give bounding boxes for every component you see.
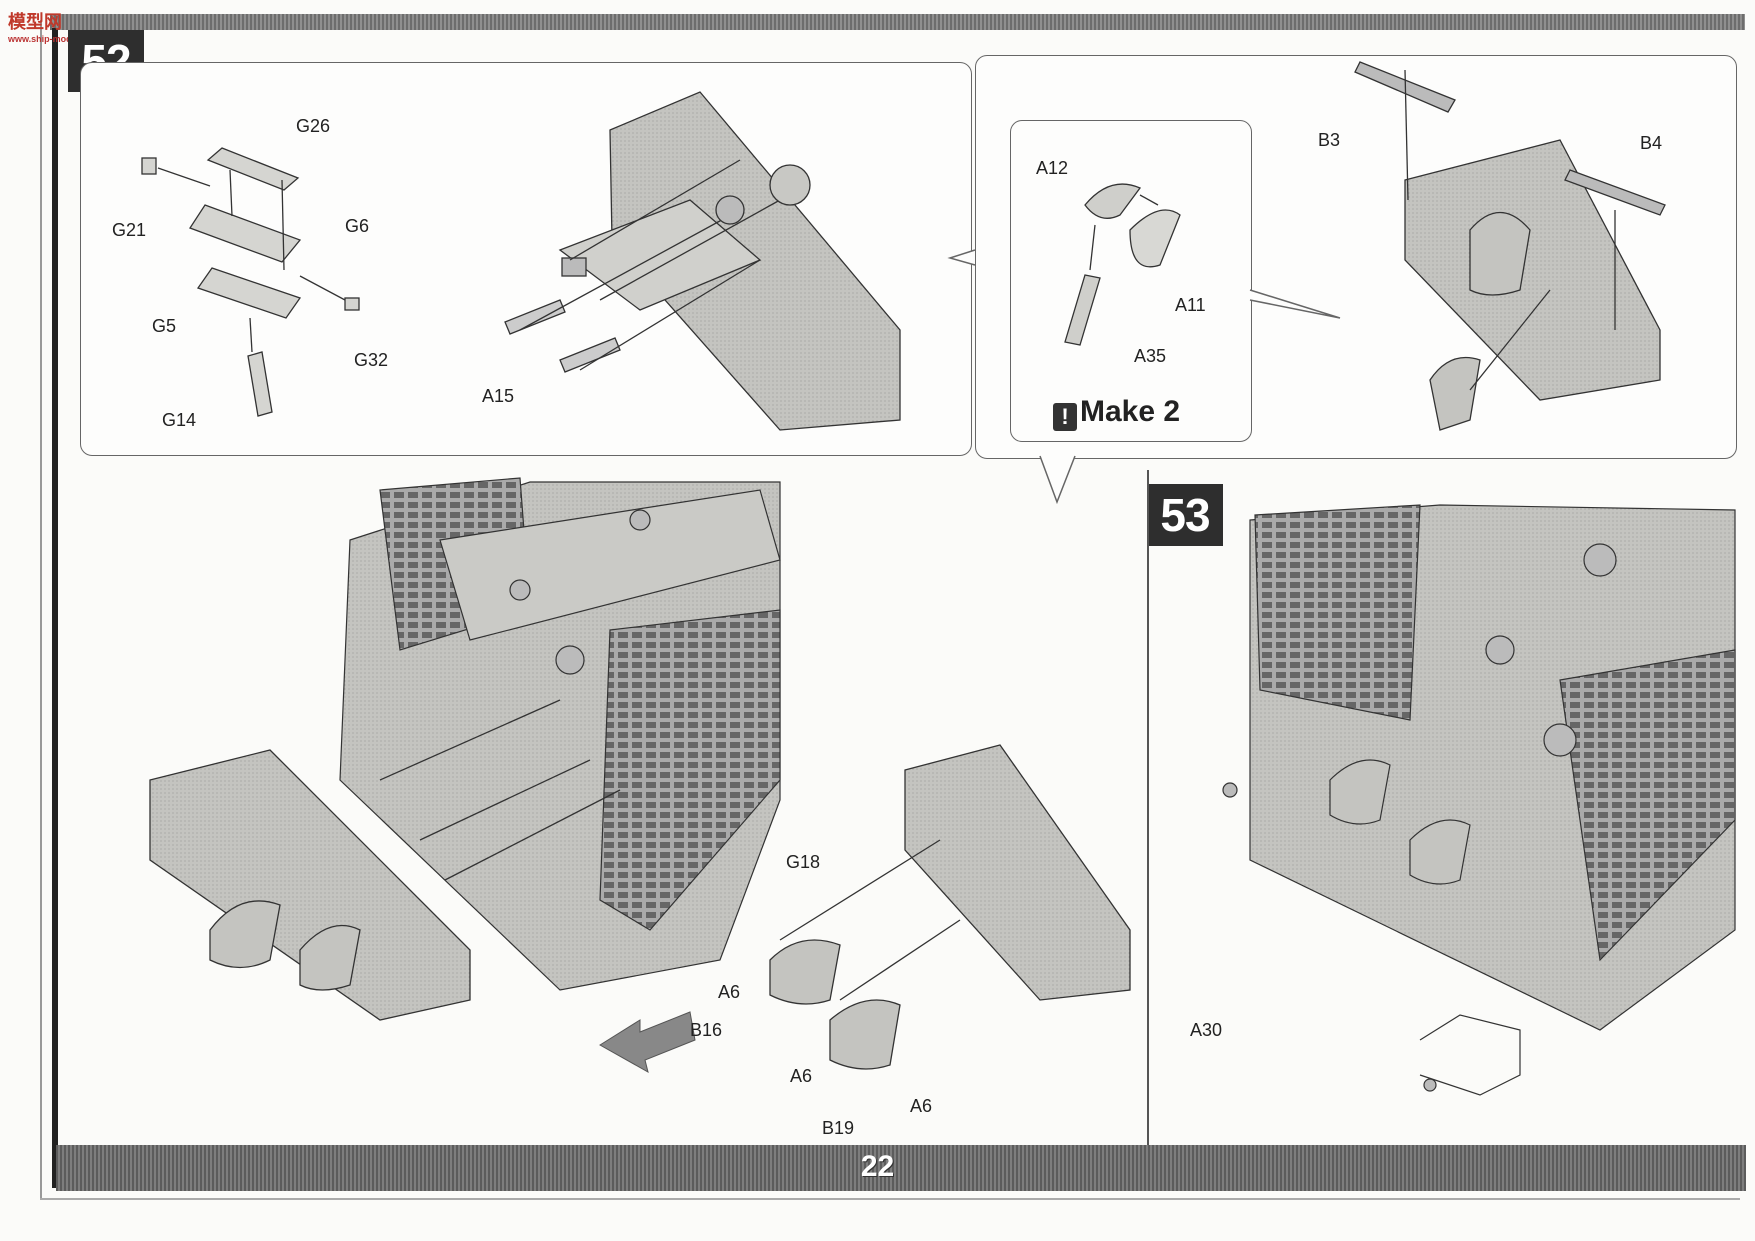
part-label-a11: A11 xyxy=(1175,295,1206,315)
make-2-text: Make 2 xyxy=(1080,395,1181,428)
part-label-g18: G18 xyxy=(786,852,821,872)
part-label-b19: B19 xyxy=(822,1118,855,1138)
part-label-g26: G26 xyxy=(296,116,331,136)
part-label-b16: B16 xyxy=(690,1020,723,1040)
callout-pointer-left xyxy=(947,249,976,266)
rear-plate-left xyxy=(504,91,901,431)
part-label-g5: G5 xyxy=(152,316,177,336)
part-label-a35: A35 xyxy=(1134,346,1167,366)
bracket-subassembly xyxy=(141,147,360,417)
direction-arrow xyxy=(599,1011,696,1074)
rear-plate-mid xyxy=(769,744,1131,1070)
exhaust-parts xyxy=(1064,183,1181,346)
left-margin-line xyxy=(40,20,42,1200)
warning-icon: ! xyxy=(1053,403,1077,431)
top-border-bar xyxy=(50,14,1745,30)
hull-assembly-step-53 xyxy=(1222,504,1736,1096)
part-label-a15: A15 xyxy=(482,386,515,406)
exhaust-pipe-callout xyxy=(1010,120,1252,442)
hull-assembly-step-52 xyxy=(339,477,781,991)
make-2-note: !Make 2 xyxy=(1053,395,1180,431)
step-53-badge: 53 xyxy=(1147,484,1223,546)
part-label-b3: B3 xyxy=(1318,130,1341,150)
part-label-a12: A12 xyxy=(1036,158,1069,178)
bottom-border-bar xyxy=(56,1145,1746,1191)
part-label-a6-3: A6 xyxy=(910,1096,933,1116)
logo-subtext: www.ship-models xyxy=(8,34,85,44)
callout-pointer-down xyxy=(1039,455,1076,505)
part-label-g6: G6 xyxy=(345,216,370,236)
part-label-a6-2: A6 xyxy=(790,1066,813,1086)
logo-text: 模型网 xyxy=(8,12,62,32)
part-label-g32: G32 xyxy=(354,350,389,370)
rear-plate-right xyxy=(1354,61,1666,431)
part-label-b4: B4 xyxy=(1640,133,1663,153)
site-watermark-logo: 模型网 www.ship-models xyxy=(8,8,84,44)
rear-plate-lower xyxy=(149,699,621,1021)
step-divider xyxy=(1147,470,1149,1145)
part-label-g21: G21 xyxy=(112,220,147,240)
part-label-g14: G14 xyxy=(162,410,197,430)
part-label-a6-1: A6 xyxy=(718,982,741,1002)
page-number: 22 xyxy=(860,1150,895,1183)
callout-pointer-right xyxy=(1249,289,1341,319)
part-label-a30: A30 xyxy=(1190,1020,1223,1040)
left-border-rule xyxy=(52,28,58,1188)
bottom-margin-line xyxy=(40,1198,1740,1200)
